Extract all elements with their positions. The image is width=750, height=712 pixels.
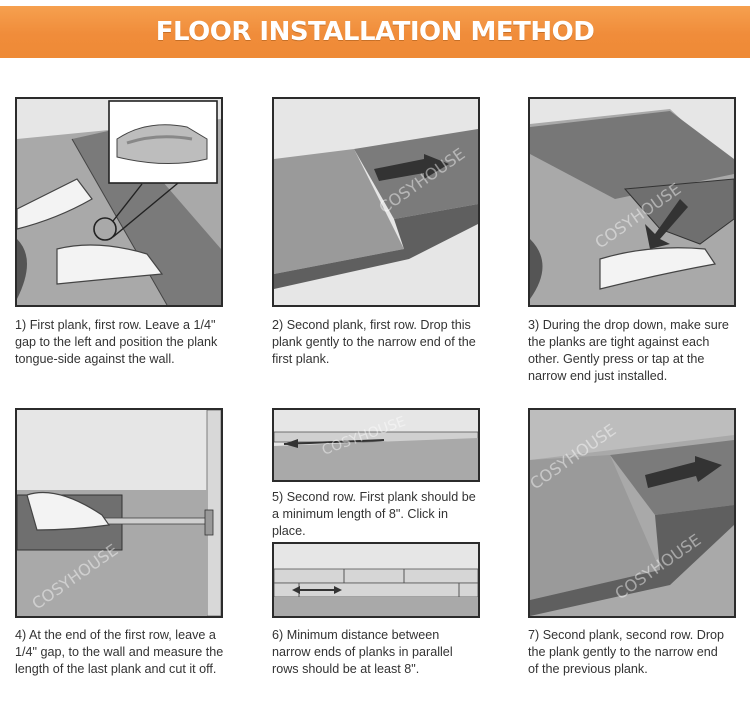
step-6-caption: 6) Minimum distance between narrow ends … bbox=[272, 628, 453, 676]
step-3-caption: 3) During the drop down, make sure the p… bbox=[528, 318, 729, 383]
step-4-illustration: COSYHOUSE bbox=[15, 408, 223, 618]
title-banner: FLOOR INSTALLATION METHOD bbox=[0, 6, 750, 58]
step-7-caption: 7) Second plank, second row. Drop the pl… bbox=[528, 628, 725, 676]
step-2-caption: 2) Second plank, first row. Drop this pl… bbox=[272, 318, 476, 366]
step-1-caption: 1) First plank, first row. Leave a 1/4" … bbox=[15, 318, 218, 366]
step-5-illustration: COSYHOUSE bbox=[272, 408, 480, 482]
step-1-illustration bbox=[15, 97, 223, 307]
step-3-illustration: COSYHOUSE bbox=[528, 97, 736, 307]
step-5-caption: 5) Second row. First plank should be a m… bbox=[272, 490, 476, 538]
page-title: FLOOR INSTALLATION METHOD bbox=[155, 17, 595, 47]
step-2-illustration: COSYHOUSE bbox=[272, 97, 480, 307]
step-7-illustration: COSYHOUSE COSYHOUSE bbox=[528, 408, 736, 618]
step-4-caption: 4) At the end of the first row, leave a … bbox=[15, 628, 224, 676]
step-6-illustration bbox=[272, 542, 480, 618]
